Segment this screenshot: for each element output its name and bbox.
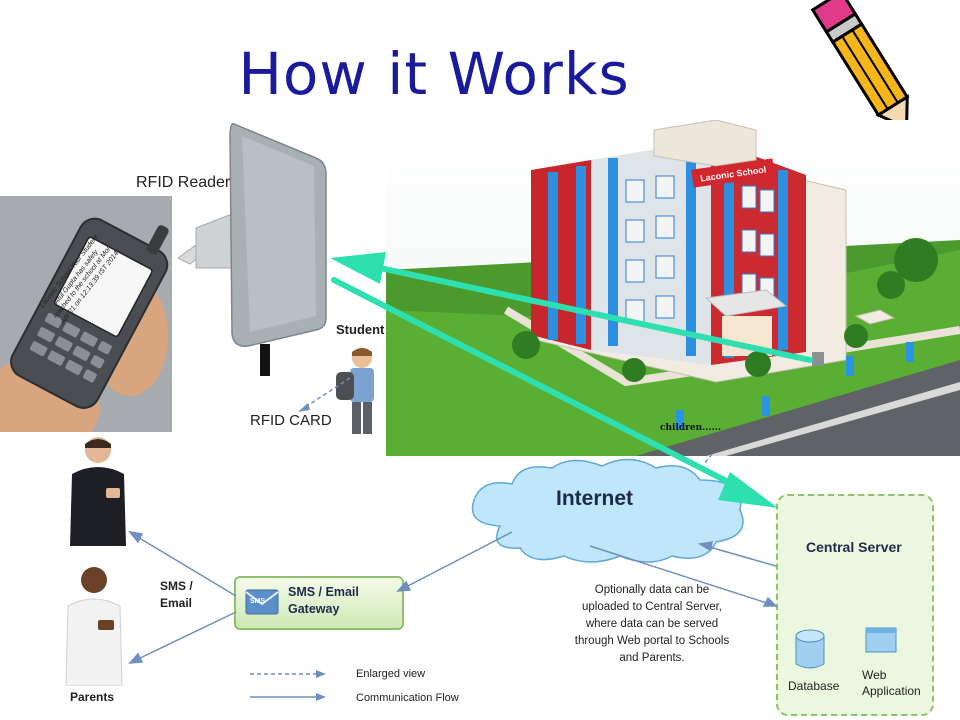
central-server-box xyxy=(776,494,934,716)
parent-image xyxy=(70,437,126,546)
rfid-reader-image xyxy=(177,123,327,376)
web-application-icon xyxy=(865,627,897,653)
legend-enlarged-view: Enlarged view xyxy=(356,668,426,680)
student-label: Student xyxy=(336,322,385,337)
central-server-label: Central Server xyxy=(806,539,902,555)
optional-upload-note: Optionally data can be uploaded to Centr… xyxy=(574,584,730,664)
legend-communication-flow: Communication Flow xyxy=(356,692,459,704)
rfid-reader-label: RFID Reader xyxy=(136,174,231,191)
envelope-icon xyxy=(245,589,279,615)
phone-image xyxy=(0,196,172,432)
internet-label: Internet xyxy=(556,487,634,510)
database-icon xyxy=(795,629,825,669)
slide-title: How it Works xyxy=(238,40,630,108)
gateway-label: SMS / Email Gateway xyxy=(288,585,359,616)
children-caption: children...... xyxy=(660,423,721,433)
rfid-card-pointer-arrow xyxy=(298,377,351,412)
envelope-icon-text: SMS xyxy=(250,598,266,605)
flow-gateway-to-parent2 xyxy=(135,611,237,661)
parent-image-2 xyxy=(65,567,123,686)
flow-internet-to-gateway xyxy=(403,531,513,589)
flow-internet-to-server xyxy=(589,545,771,605)
database-label: Database xyxy=(788,679,840,693)
sms-email-label: SMS / Email xyxy=(160,579,193,610)
arrow-gate-to-reader xyxy=(377,265,813,363)
parents-label: Parents xyxy=(70,690,115,704)
legend-lines xyxy=(250,670,326,701)
arrow-reader-to-server xyxy=(331,277,743,491)
web-application-label: Web Application xyxy=(862,668,921,698)
flow-gateway-to-parent1 xyxy=(135,535,237,597)
rfid-card-label: RFID CARD xyxy=(250,412,332,429)
school-building-image xyxy=(386,120,960,456)
flow-server-to-internet xyxy=(705,545,777,567)
flow-dashed-to-internet xyxy=(703,453,713,465)
